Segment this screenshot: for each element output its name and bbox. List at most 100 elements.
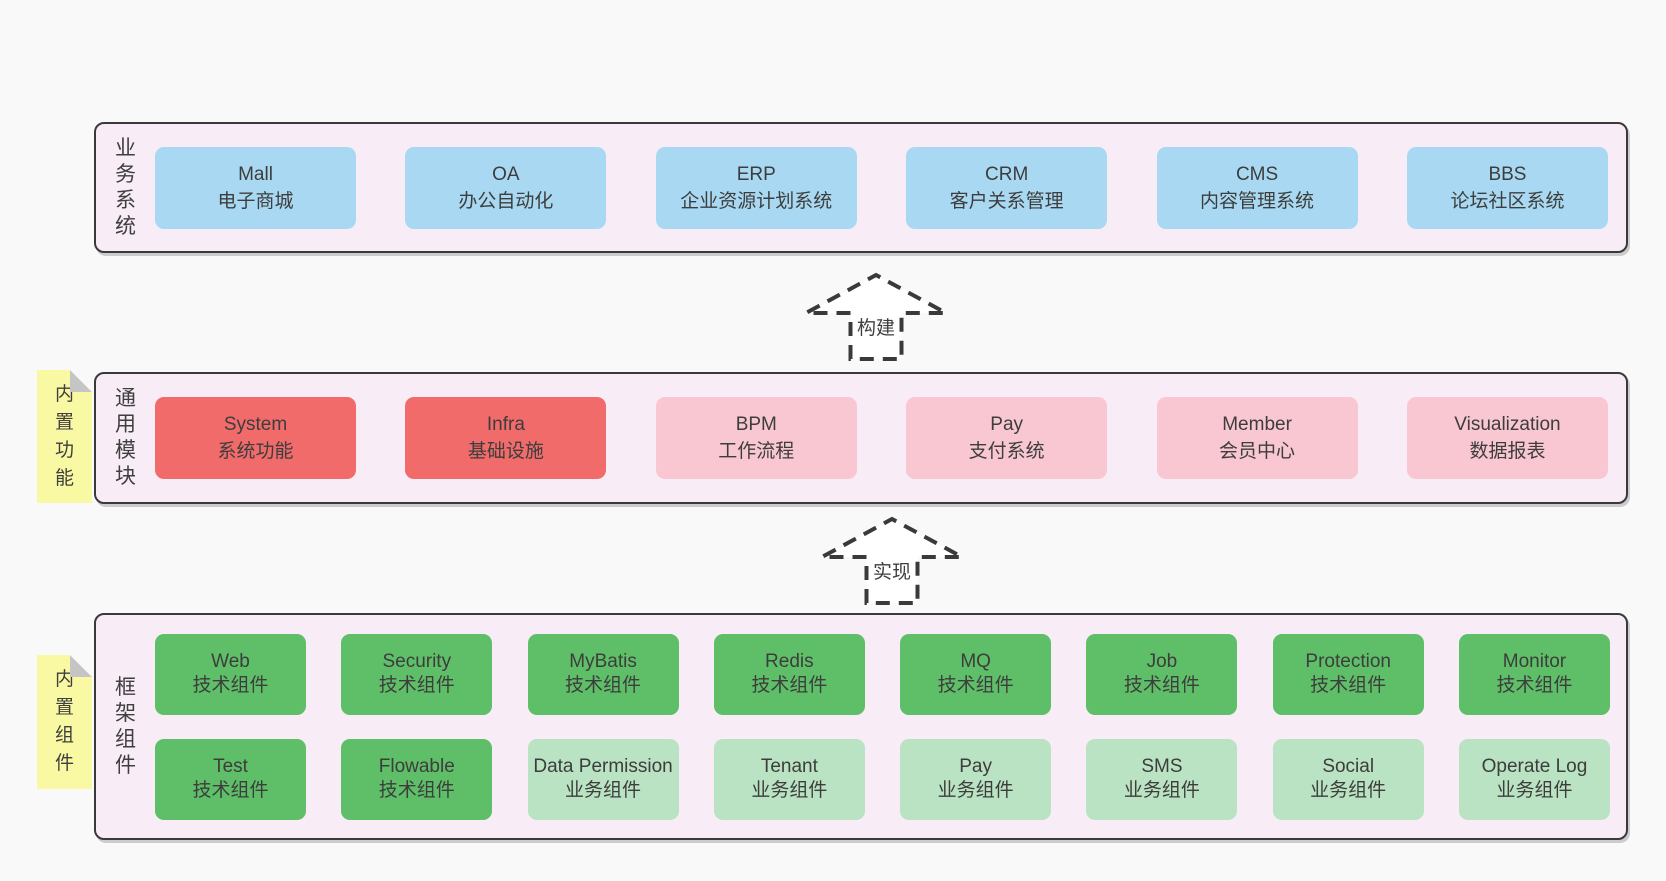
box-desc: 技术组件 [1123, 675, 1200, 696]
box-desc: 企业资源计划系统 [680, 190, 833, 212]
box-sms: SMS 业务组件 [1086, 738, 1238, 820]
box-desc: 技术组件 [937, 675, 1014, 696]
box-name: MQ [960, 651, 991, 672]
box-name: Test [213, 756, 248, 777]
box-desc: 系统功能 [217, 441, 294, 462]
layer-label-common-modules: 通用模块 [96, 374, 155, 502]
box-infra: Infra 基础设施 [405, 397, 607, 479]
box-mybatis: MyBatis 技术组件 [527, 633, 679, 715]
box-desc: 技术组件 [1310, 675, 1387, 696]
sticky-note-built-in-features: 内置功能 [37, 370, 92, 503]
box-tenant: Tenant 业务组件 [713, 738, 865, 820]
box-name: Visualization [1454, 414, 1561, 435]
sticky-note-text: 内置组件 [54, 669, 74, 774]
box-desc: 论坛社区系统 [1450, 190, 1565, 212]
box-desc: 业务组件 [1496, 780, 1573, 801]
box-bbs: BBS 论坛社区系统 [1406, 146, 1608, 229]
box-name: Member [1222, 414, 1292, 435]
box-desc: 业务组件 [751, 780, 828, 801]
layer-label-business-systems: 业务系统 [96, 124, 155, 251]
box-cms: CMS 内容管理系统 [1156, 146, 1358, 229]
box-name: Tenant [760, 756, 818, 777]
arrow-implement: 实现 [819, 516, 965, 606]
box-visualization: Visualization 数据报表 [1406, 397, 1608, 479]
box-name: Job [1146, 651, 1178, 672]
folded-corner-icon [70, 370, 92, 392]
arrow-implement-label: 实现 [868, 557, 916, 584]
box-erp: ERP 企业资源计划系统 [655, 146, 857, 229]
layer-label-text: 框架组件 [114, 675, 136, 777]
box-name: OA [492, 163, 520, 185]
box-name: Pay [959, 756, 992, 777]
box-desc: 客户关系管理 [949, 190, 1064, 212]
box-desc: 业务组件 [937, 780, 1014, 801]
box-redis: Redis 技术组件 [713, 633, 865, 715]
box-desc: 技术组件 [378, 675, 455, 696]
box-name: Monitor [1502, 651, 1567, 672]
box-web: Web 技术组件 [155, 633, 306, 715]
box-name: Protection [1305, 651, 1391, 672]
box-desc: 支付系统 [968, 441, 1045, 462]
box-name: Social [1322, 756, 1375, 777]
common-modules-row: System 系统功能 Infra 基础设施 BPM 工作流程 Pay 支付系统… [155, 374, 1626, 502]
box-name: MyBatis [569, 651, 637, 672]
box-name: Pay [990, 414, 1024, 435]
box-crm: CRM 客户关系管理 [906, 146, 1108, 229]
box-system: System 系统功能 [155, 397, 356, 479]
box-name: System [223, 414, 288, 435]
box-test: Test 技术组件 [155, 738, 306, 820]
business-systems-row: Mall 电子商城 OA 办公自动化 ERP 企业资源计划系统 CRM 客户关系… [155, 124, 1626, 251]
box-security: Security 技术组件 [341, 633, 493, 715]
box-flowable: Flowable 技术组件 [341, 738, 493, 820]
box-desc: 技术组件 [192, 675, 269, 696]
box-data-permission: Data Permission 业务组件 [527, 738, 679, 820]
box-name: Mall [238, 163, 273, 185]
box-name: Data Permission [533, 756, 673, 777]
box-operate-log: Operate Log 业务组件 [1458, 738, 1610, 820]
box-social: Social 业务组件 [1272, 738, 1424, 820]
sticky-note-built-in-components: 内置组件 [37, 655, 92, 789]
box-mq: MQ 技术组件 [900, 633, 1052, 715]
box-desc: 业务组件 [565, 780, 642, 801]
framework-components-grid: Web 技术组件 Security 技术组件 MyBatis 技术组件 Redi… [155, 615, 1626, 838]
box-desc: 内容管理系统 [1200, 190, 1315, 212]
box-name: CMS [1235, 163, 1279, 185]
box-desc: 办公自动化 [458, 190, 554, 212]
box-desc: 业务组件 [1123, 780, 1200, 801]
box-desc: 技术组件 [192, 780, 269, 801]
layer-label-framework-components: 框架组件 [96, 615, 155, 838]
box-desc: 工作流程 [718, 441, 795, 462]
box-name: Infra [486, 414, 525, 435]
box-name: BBS [1488, 163, 1527, 185]
box-desc: 基础设施 [467, 441, 544, 462]
sticky-note-text: 内置功能 [54, 383, 74, 489]
arrow-build-label: 构建 [852, 313, 900, 340]
box-desc: 数据报表 [1469, 441, 1546, 462]
box-desc: 技术组件 [378, 780, 455, 801]
box-bpm: BPM 工作流程 [655, 397, 857, 479]
box-desc: 业务组件 [1310, 780, 1387, 801]
box-pay-component: Pay 业务组件 [900, 738, 1052, 820]
box-desc: 电子商城 [217, 190, 294, 212]
box-job: Job 技术组件 [1086, 633, 1238, 715]
box-name: Web [211, 651, 250, 672]
box-name: Operate Log [1481, 756, 1588, 777]
folded-corner-icon [70, 655, 92, 677]
layer-label-text: 业务系统 [114, 136, 136, 238]
box-desc: 技术组件 [565, 675, 642, 696]
box-pay: Pay 支付系统 [906, 397, 1108, 479]
box-desc: 技术组件 [751, 675, 828, 696]
box-name: Redis [765, 651, 814, 672]
box-monitor: Monitor 技术组件 [1458, 633, 1610, 715]
box-name: CRM [985, 163, 1029, 185]
framework-components-row-1: Web 技术组件 Security 技术组件 MyBatis 技术组件 Redi… [155, 633, 1610, 715]
box-desc: 技术组件 [1496, 675, 1573, 696]
box-protection: Protection 技术组件 [1272, 633, 1424, 715]
box-desc: 会员中心 [1219, 441, 1296, 462]
layer-common-modules: 通用模块 System 系统功能 Infra 基础设施 BPM 工作流程 Pay… [94, 372, 1628, 504]
box-name: ERP [736, 163, 776, 185]
layer-business-systems: 业务系统 Mall 电子商城 OA 办公自动化 ERP 企业资源计划系统 CRM… [94, 122, 1628, 253]
box-name: BPM [735, 414, 777, 435]
box-oa: OA 办公自动化 [405, 146, 607, 229]
